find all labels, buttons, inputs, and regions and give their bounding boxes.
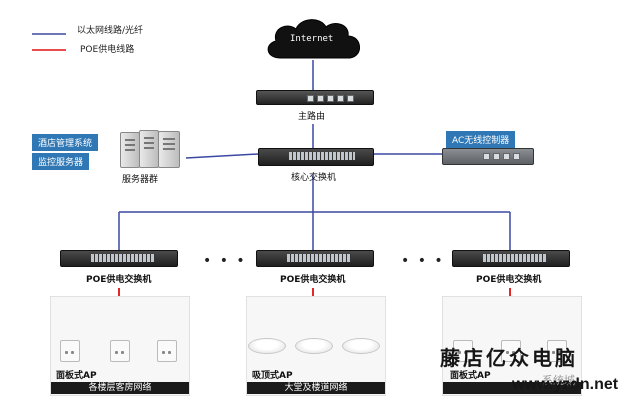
zone-1-ap-label: 面板式AP: [56, 371, 97, 381]
internet-label: Internet: [290, 34, 334, 44]
panel-ap-icon-4: [453, 340, 473, 362]
poe-switch-2: [256, 250, 374, 267]
panel-ap-icon-6: [547, 340, 567, 362]
ac-controller-tag: AC无线控制器: [446, 131, 516, 148]
ceiling-ap-icon-1: [248, 338, 286, 354]
panel-ap-icon-1: [60, 340, 80, 362]
legend-ethernet-label: 以太网线路/光纤: [76, 26, 144, 36]
zone-3-ap-label: 面板式AP: [450, 371, 491, 381]
legend-poe-label: POE供电线路: [80, 45, 135, 55]
server-group-label: 服务器群: [122, 175, 159, 185]
server-icon-2: [139, 130, 159, 168]
ellipsis-right: • • •: [401, 253, 445, 269]
hotel-system-tag: 酒店管理系统: [32, 134, 99, 151]
server-core-link: [185, 153, 259, 159]
poe-switch-label-2: POE供电交换机: [280, 275, 346, 285]
ac-controller: [442, 148, 534, 165]
server-icon-3: [158, 131, 180, 168]
core-switch-label: 核心交换机: [291, 173, 337, 183]
poe-switch-3: [452, 250, 570, 267]
watermark-title: 藤店亿众电脑: [440, 346, 578, 370]
zone-1-footer: 各楼层客房网络: [51, 382, 189, 394]
panel-ap-icon-5: [501, 340, 521, 362]
zone-3-footer: [443, 382, 581, 394]
main-router-label: 主路由: [298, 112, 326, 122]
panel-ap-icon-3: [157, 340, 177, 362]
core-switch: [258, 148, 374, 166]
poe-switch-1: [60, 250, 178, 267]
ellipsis-left: • • •: [203, 253, 247, 269]
watermark-url: www.yzdn.net: [512, 376, 619, 393]
poe-switch-label-3: POE供电交换机: [476, 275, 542, 285]
main-router: [256, 90, 374, 105]
zone-2-ap-label: 吸顶式AP: [252, 371, 293, 381]
poe-switch-label-1: POE供电交换机: [86, 275, 152, 285]
panel-ap-icon-2: [110, 340, 130, 362]
ceiling-ap-icon-3: [342, 338, 380, 354]
server-icon-1: [120, 132, 140, 168]
ceiling-ap-icon-2: [295, 338, 333, 354]
watermark-faint: 系统城: [542, 374, 575, 387]
internet-cloud-icon: [267, 19, 360, 59]
zone-2-footer: 大堂及楼道网络: [247, 382, 385, 394]
monitor-server-tag: 监控服务器: [32, 153, 90, 170]
